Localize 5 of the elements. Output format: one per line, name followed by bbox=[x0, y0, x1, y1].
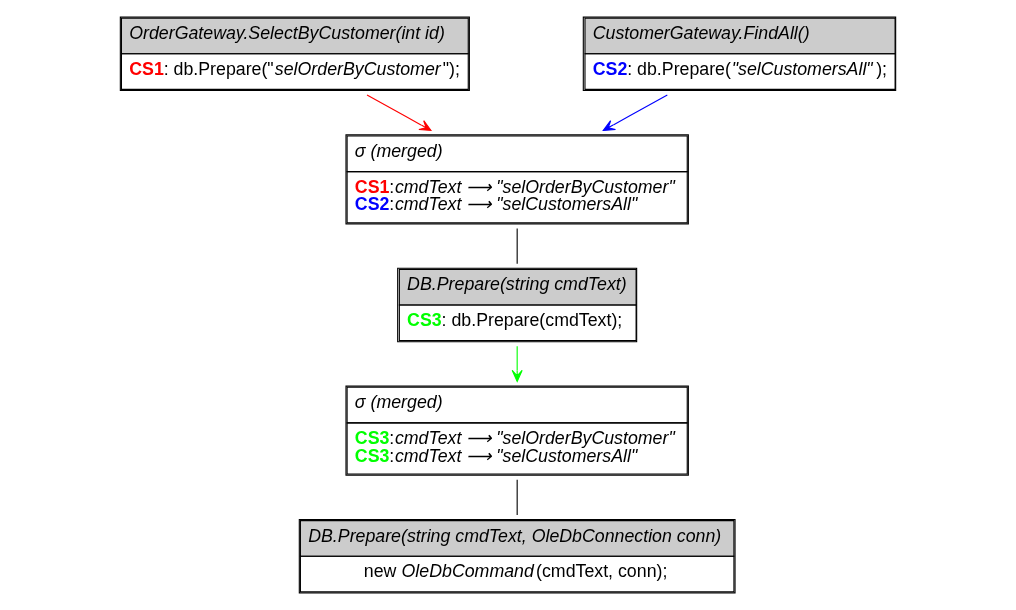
arrow bbox=[366, 94, 432, 131]
arrow bbox=[602, 94, 668, 131]
connector bbox=[516, 228, 518, 265]
arrow bbox=[511, 345, 523, 383]
connector bbox=[516, 479, 518, 516]
